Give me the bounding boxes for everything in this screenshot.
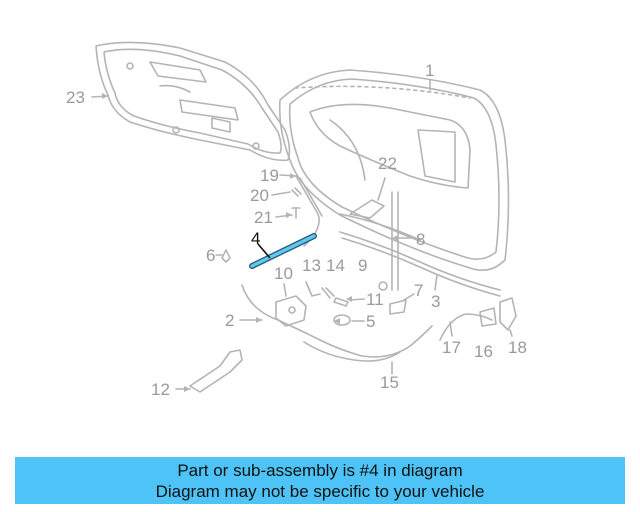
callout-12: 12: [151, 380, 170, 399]
callout-21: 21: [254, 208, 273, 227]
part-18-bracket: [499, 297, 517, 331]
callout-9: 9: [358, 256, 367, 275]
part-21-bolt: [291, 207, 301, 219]
callout-10: 10: [274, 264, 293, 283]
part-3-weatherstrip: [339, 231, 501, 291]
info-line-disclaimer: Diagram may not be specific to your vehi…: [155, 482, 485, 501]
callout-6: 6: [206, 246, 215, 265]
callout-22: 22: [378, 154, 397, 173]
info-line-part-number: Part or sub-assembly is #4 in diagram: [177, 461, 463, 480]
part-1-hood: [278, 69, 510, 271]
part-20-bolt: [291, 187, 302, 197]
callout-7: 7: [414, 281, 423, 300]
parts-diagram: 1 2 3 4 5 6 7 8 9 10 11 12 13 14 15 16 1…: [66, 41, 527, 399]
part-15-cable: [303, 341, 401, 362]
callout-19: 19: [260, 166, 279, 185]
part-6-clip: [221, 249, 231, 263]
callout-8: 8: [416, 230, 425, 249]
callout-3: 3: [431, 292, 440, 311]
part-5-grommet: [333, 314, 351, 326]
part-22-bracket: [349, 199, 385, 219]
callout-18: 18: [508, 338, 527, 357]
part-4-seal-highlighted: [249, 233, 317, 269]
info-bar: Part or sub-assembly is #4 in diagram Di…: [15, 457, 625, 504]
callout-14: 14: [326, 256, 345, 275]
part-10-latch: [275, 295, 307, 327]
callout-4: 4: [251, 229, 260, 248]
callout-5: 5: [366, 312, 375, 331]
part-23-insulator-pad: [95, 41, 291, 162]
part-12-handle: [189, 349, 243, 393]
callout-15: 15: [380, 373, 399, 392]
part-17-cable-end: [439, 313, 493, 341]
callout-13: 13: [302, 256, 321, 275]
part-13: [305, 281, 321, 297]
part-9-bumper: [378, 281, 388, 291]
part-14: [321, 287, 335, 299]
part-11: [333, 297, 349, 307]
part-2-cable: [241, 284, 433, 358]
part-7: [389, 299, 407, 315]
callout-16: 16: [474, 342, 493, 361]
callout-1: 1: [425, 61, 434, 80]
callout-20: 20: [250, 186, 269, 205]
callout-11: 11: [366, 290, 384, 309]
callout-17: 17: [442, 338, 461, 357]
callout-2: 2: [225, 311, 234, 330]
part-16: [479, 307, 497, 327]
callout-23: 23: [66, 88, 85, 107]
